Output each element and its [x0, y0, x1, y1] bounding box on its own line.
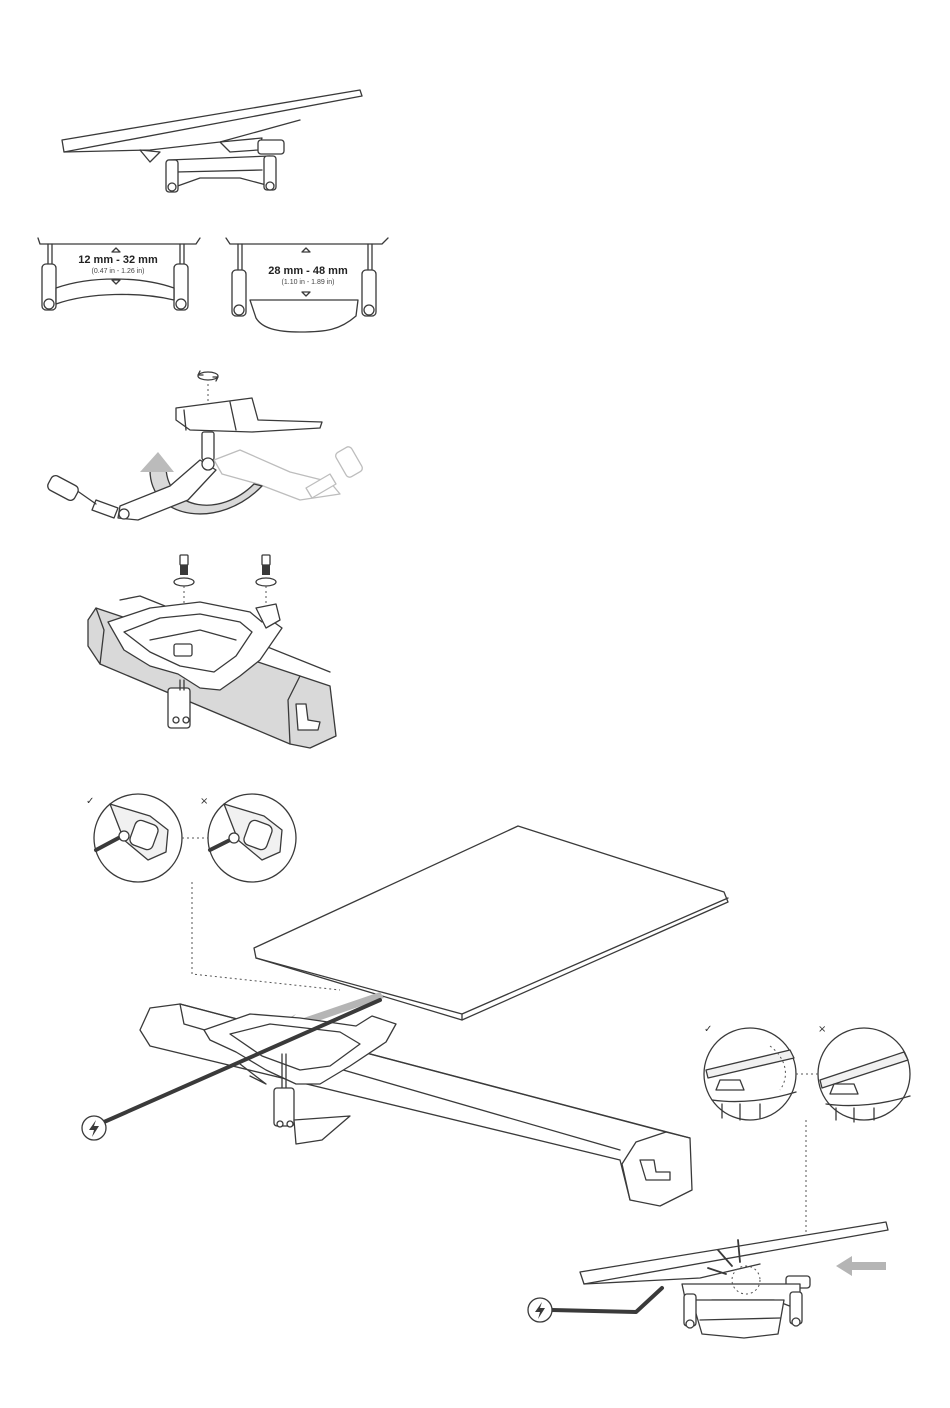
step-1-dish-side-view: [62, 90, 362, 192]
step-4-mount-on-rail: [88, 555, 336, 748]
power-icon-right: [528, 1298, 552, 1322]
correct-mark-left: ✓: [86, 796, 94, 807]
clamp-range-large-imperial: (1.10 in - 1.89 in): [282, 279, 335, 286]
clamp-range-small-metric: 12 mm - 32 mm: [78, 254, 158, 266]
step-2-clamp-range-large: 28 mm - 48 mm (1.10 in - 1.89 in): [226, 238, 388, 332]
detail-correct-insertion: [94, 794, 182, 882]
detail-incorrect-tilt: [818, 1028, 910, 1122]
clamp-range-small-imperial: (0.47 in - 1.26 in): [92, 268, 145, 275]
correct-mark-right: ✓: [704, 1024, 712, 1035]
step-6-tilt-lock: ✓ ×: [528, 1024, 910, 1338]
incorrect-mark-left: ×: [200, 796, 208, 807]
clamp-range-large-metric: 28 mm - 48 mm: [268, 265, 348, 277]
step-2-clamp-range-small: 12 mm - 32 mm (0.47 in - 1.26 in): [38, 238, 200, 310]
step-3-flip-clamp-arm: [46, 371, 364, 520]
power-icon-left: [82, 1116, 106, 1140]
detail-incorrect-insertion: [208, 794, 296, 882]
rotate-icon: [198, 371, 218, 381]
step-5-insert-dish: ✓ ×: [82, 794, 728, 1206]
incorrect-mark-right: ×: [818, 1024, 826, 1035]
push-direction-arrow: [836, 1256, 886, 1276]
detail-correct-tilt: [704, 1028, 796, 1120]
